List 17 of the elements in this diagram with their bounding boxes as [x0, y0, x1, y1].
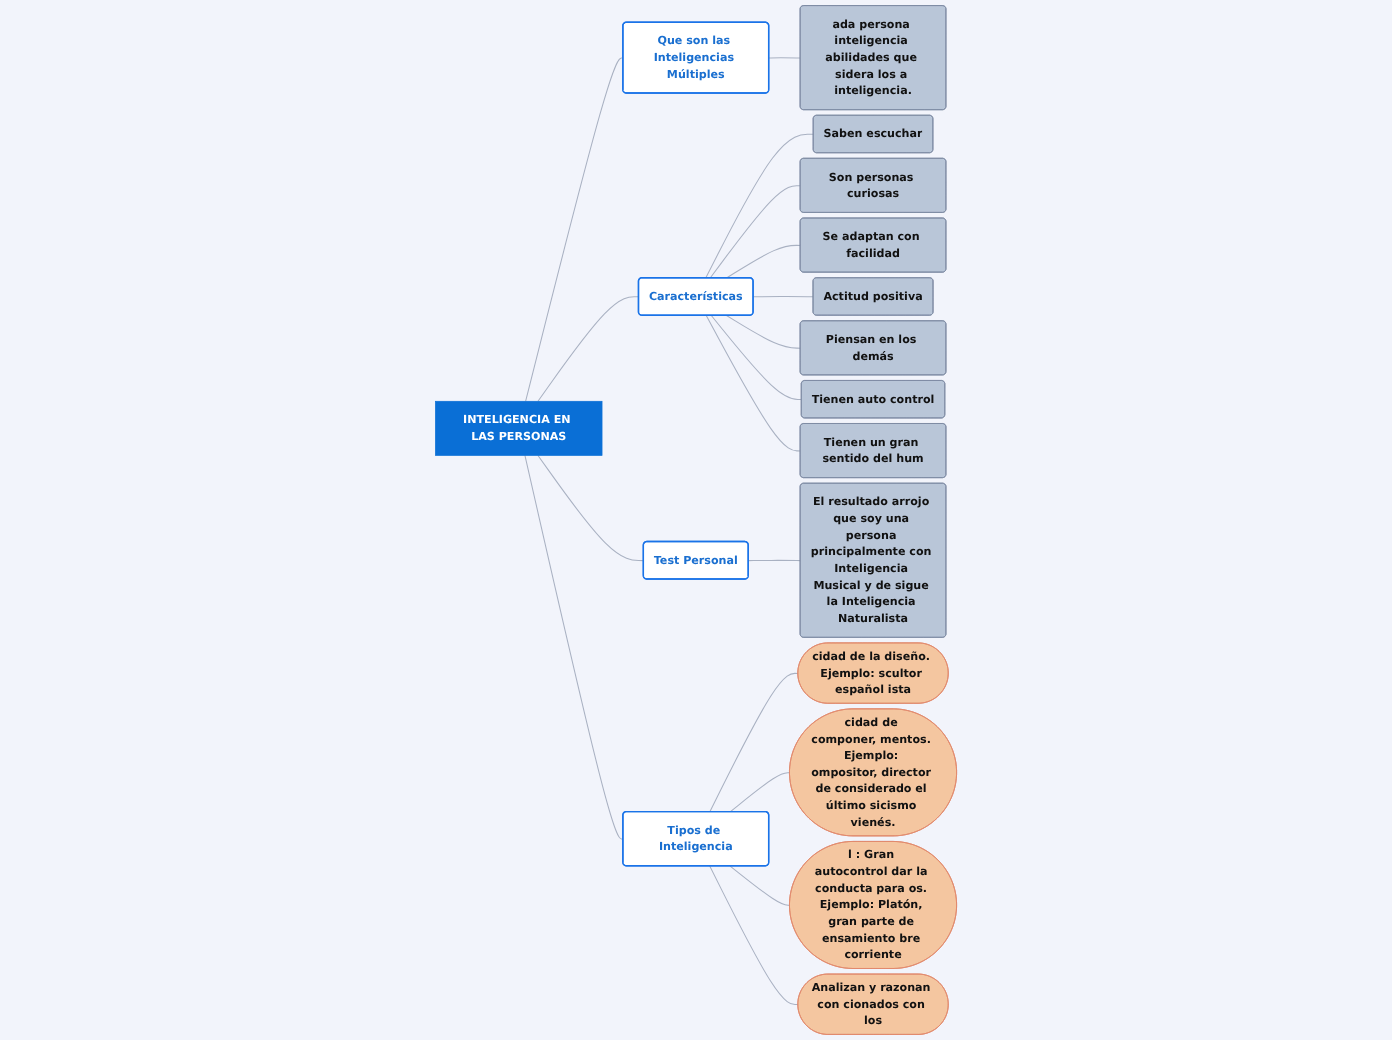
connector	[525, 57, 624, 402]
connector	[537, 454, 645, 562]
connector	[709, 865, 799, 1006]
connector	[705, 315, 801, 452]
connector	[705, 133, 815, 279]
connector	[537, 296, 640, 402]
connector	[729, 865, 791, 906]
connector	[752, 296, 814, 298]
connector	[726, 244, 801, 279]
connector	[710, 315, 803, 401]
connector	[729, 772, 791, 813]
connector	[524, 454, 624, 840]
connector	[768, 57, 801, 59]
connector	[709, 185, 801, 279]
connector	[709, 672, 799, 813]
connector	[726, 315, 801, 349]
connector	[748, 559, 801, 562]
